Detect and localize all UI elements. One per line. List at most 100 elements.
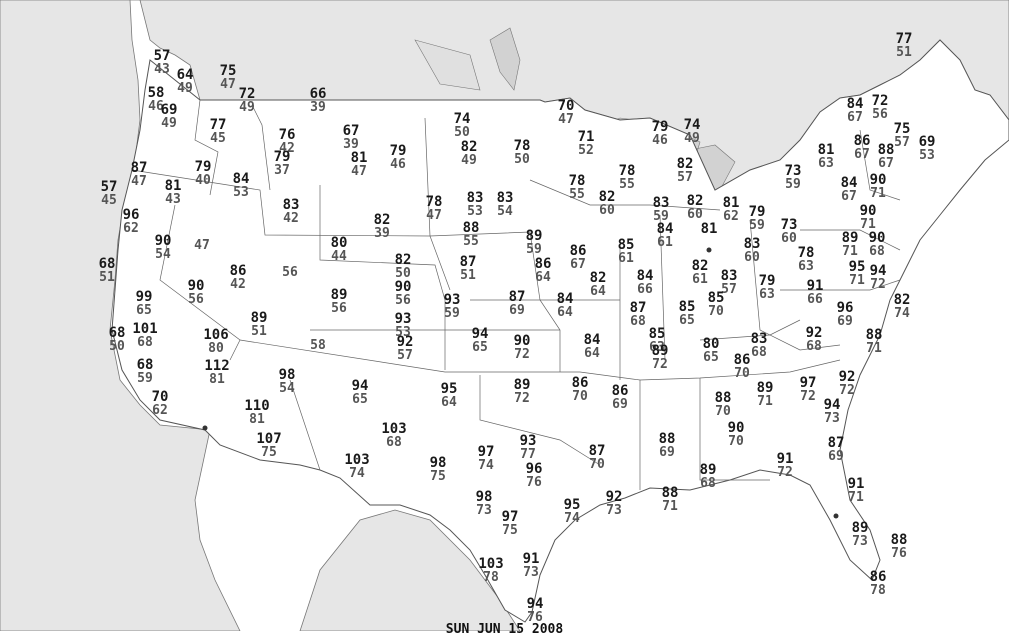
station-dewpoint: 76 (527, 610, 543, 625)
station-temperature: 77 (209, 117, 227, 133)
station-dewpoint: 47 (131, 174, 147, 189)
station-temperature: 89 (851, 520, 869, 536)
station-dewpoint: 54 (279, 381, 295, 396)
station-temperature: 84 (556, 291, 574, 307)
station-dewpoint: 76 (891, 546, 907, 561)
station-dewpoint: 59 (444, 306, 460, 321)
station-dewpoint: 51 (460, 268, 476, 283)
station-dewpoint: 72 (777, 465, 793, 480)
station-temperature: 92 (396, 334, 414, 350)
station-dewpoint: 69 (828, 449, 844, 464)
station-dewpoint: 53 (467, 204, 483, 219)
station-temperature: 57 (100, 179, 118, 195)
station-dewpoint: 78 (870, 583, 886, 598)
station-dewpoint: 52 (578, 143, 594, 158)
station-temperature: 82 (686, 193, 704, 209)
station-temperature: 89 (513, 377, 531, 393)
station-temperature: 82 (598, 189, 616, 205)
station-temperature: 92 (805, 325, 823, 341)
station-temperature: 71 (577, 129, 595, 145)
station-dewpoint: 67 (570, 257, 586, 272)
station-temperature: 58 (147, 85, 165, 101)
station-dewpoint: 66 (637, 282, 653, 297)
station-temperature: 82 (394, 252, 412, 268)
station-temperature: 79 (273, 149, 291, 165)
station-temperature: 83 (743, 236, 761, 252)
station-temperature: 78 (513, 138, 531, 154)
station-dewpoint: 69 (612, 397, 628, 412)
station-temperature: 87 (629, 300, 647, 316)
station-temperature: 86 (534, 256, 552, 272)
station-temperature: 103 (344, 452, 370, 468)
station-temperature: 88 (714, 390, 732, 406)
station-temperature: 78 (568, 173, 586, 189)
station-dewpoint: 72 (800, 389, 816, 404)
station-temperature: 82 (589, 270, 607, 286)
station-dewpoint: 68 (630, 314, 646, 329)
station-temperature: 88 (661, 485, 679, 501)
station-temperature: 88 (877, 142, 895, 158)
station-dewpoint: 67 (841, 189, 857, 204)
station-temperature: 79 (758, 273, 776, 289)
station-temperature: 103 (381, 421, 407, 437)
station-temperature: 79 (194, 159, 212, 175)
station-temperature: 84 (656, 221, 674, 237)
station-temperature: 90 (869, 172, 887, 188)
station-dewpoint: 57 (397, 348, 413, 363)
station-dewpoint: 81 (209, 372, 225, 387)
station-dewpoint: 42 (230, 277, 246, 292)
station-dewpoint: 70 (572, 389, 588, 404)
station-temperature: 96 (525, 461, 543, 477)
station-temperature: 66 (309, 86, 327, 102)
station-dewpoint: 53 (233, 185, 249, 200)
station-temperature: 68 (108, 325, 126, 341)
station-dewpoint: 51 (99, 270, 115, 285)
station-plot: 81 (687, 222, 731, 249)
station-dewpoint: 50 (454, 125, 470, 140)
station-dewpoint: 49 (177, 81, 193, 96)
station-temperature: 75 (219, 63, 237, 79)
station-temperature: 83 (652, 195, 670, 211)
station-dewpoint: 70 (728, 434, 744, 449)
station-dewpoint: 65 (679, 313, 695, 328)
station-temperature: 75 (893, 121, 911, 137)
station-temperature: 94 (823, 397, 841, 413)
station-dewpoint: 57 (677, 170, 693, 185)
station-dewpoint: 59 (137, 371, 153, 386)
